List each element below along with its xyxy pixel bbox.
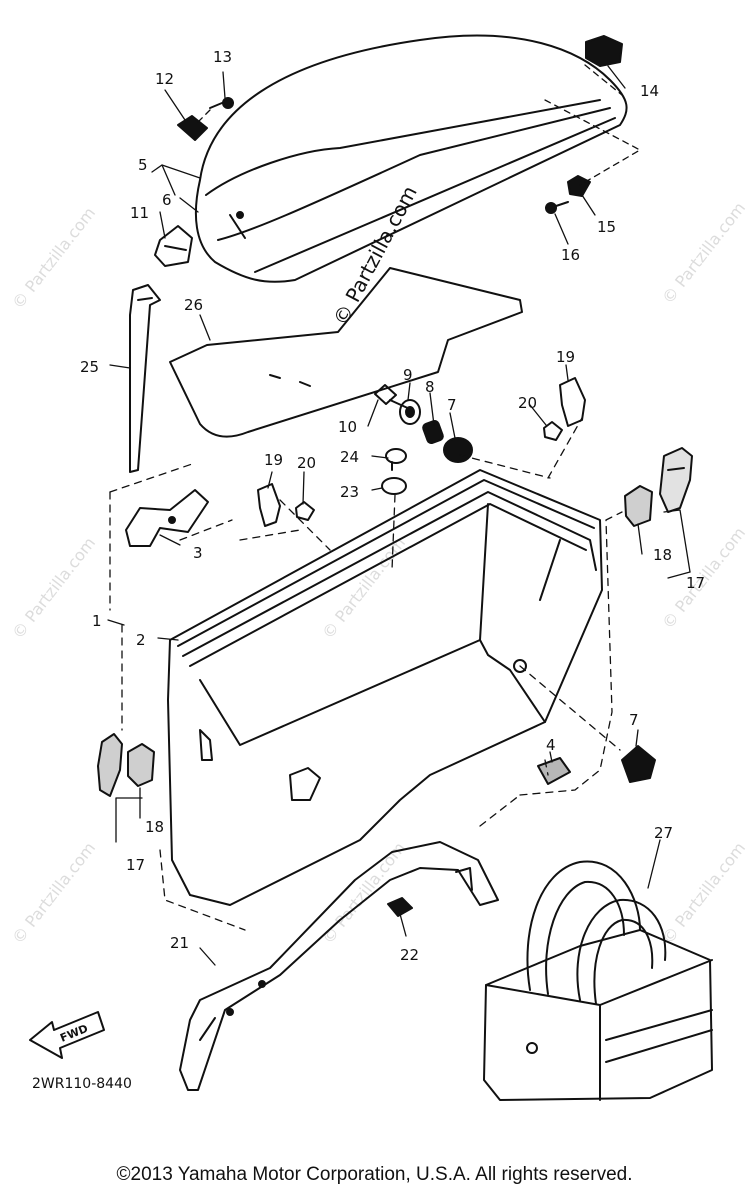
label-7-lower: 7	[629, 711, 639, 729]
watermark-faint: © Partzilla.com	[318, 533, 409, 642]
label-3: 3	[193, 544, 203, 562]
part-20-nut-left	[295, 501, 315, 521]
part-12-cushion-plate	[177, 115, 208, 141]
part-7-grommet	[443, 437, 473, 463]
label-8: 8	[425, 378, 435, 396]
part-23-washer	[381, 477, 407, 495]
label-27: 27	[654, 824, 673, 842]
part-14-holder	[585, 35, 623, 67]
label-10: 10	[338, 418, 357, 436]
part-18-latch-base-right	[624, 485, 653, 527]
label-7-top: 7	[447, 396, 457, 414]
label-12: 12	[155, 70, 174, 88]
label-5: 5	[138, 156, 148, 174]
watermark-faint: © Partzilla.com	[8, 203, 99, 312]
label-1: 1	[92, 612, 102, 630]
part-7-grommet-lower	[621, 745, 656, 783]
label-16: 16	[561, 246, 580, 264]
label-21: 21	[170, 934, 189, 952]
label-17-left: 17	[126, 856, 145, 874]
part-19-hinge-bracket-left	[257, 483, 281, 527]
part-13-screw	[209, 97, 234, 109]
label-20-right: 20	[518, 394, 537, 412]
part-17-latch-right	[659, 447, 693, 513]
watermark-faint: © Partzilla.com	[8, 533, 99, 642]
label-18-right: 18	[653, 546, 672, 564]
part-16-screw	[545, 201, 569, 214]
leader-lines	[107, 65, 691, 966]
case-assembly-outline	[109, 417, 623, 931]
diagram-code: 2WR110-8440	[32, 1076, 132, 1092]
part-26-inner-panel	[169, 267, 523, 438]
part-24-bolt	[385, 448, 407, 471]
label-6: 6	[162, 191, 172, 209]
part-22-clip	[387, 897, 413, 917]
label-23: 23	[340, 483, 359, 501]
label-20-left: 20	[297, 454, 316, 472]
watermark-faint: © Partzilla.com	[658, 198, 749, 307]
label-15: 15	[597, 218, 616, 236]
part-17-latch-left	[97, 733, 123, 797]
label-19-right: 19	[556, 348, 575, 366]
part-27-inner-bag	[483, 860, 713, 1101]
label-26: 26	[184, 296, 203, 314]
watermark-faint: © Partzilla.com	[658, 838, 749, 947]
lid	[194, 34, 628, 283]
part-21-stay	[179, 841, 499, 1091]
part-15-plate	[567, 175, 591, 197]
label-24: 24	[340, 448, 359, 466]
part-4-pad	[537, 757, 571, 785]
label-2: 2	[136, 631, 146, 649]
part-20-nut-right	[543, 421, 563, 441]
part-19-hinge-bracket-right	[559, 377, 586, 427]
label-9: 9	[403, 366, 413, 384]
part-3-bracket	[125, 489, 209, 547]
copyright-notice: ©2013 Yamaha Motor Corporation, U.S.A. A…	[116, 1164, 633, 1185]
label-19-left: 19	[264, 451, 283, 469]
label-11: 11	[130, 204, 149, 222]
faint-watermarks: © Partzilla.com © Partzilla.com © Partzi…	[8, 198, 749, 947]
part-10-bolt	[374, 384, 413, 411]
part-2-case	[167, 469, 603, 906]
watermark-faint: © Partzilla.com	[8, 838, 99, 947]
label-13: 13	[213, 48, 232, 66]
label-14: 14	[640, 82, 659, 100]
label-25: 25	[80, 358, 99, 376]
label-4: 4	[546, 736, 556, 754]
part-11-hinge-stopper	[154, 225, 193, 267]
label-18-left: 18	[145, 818, 164, 836]
part-9-washer	[399, 399, 421, 425]
part-25-strap	[129, 284, 161, 473]
part-labels: 13 12 14 5 6 11 15 16 26 25 19 9 8 20 7 …	[80, 48, 705, 964]
label-22: 22	[400, 946, 419, 964]
part-8-collar	[422, 419, 444, 445]
label-17-right: 17	[686, 574, 705, 592]
fwd-arrow-icon: FWD	[29, 1011, 105, 1059]
lid-leader-lines	[197, 64, 641, 186]
watermark-main: © Partzilla.com	[328, 182, 422, 330]
part-18-latch-base-left	[127, 743, 155, 787]
